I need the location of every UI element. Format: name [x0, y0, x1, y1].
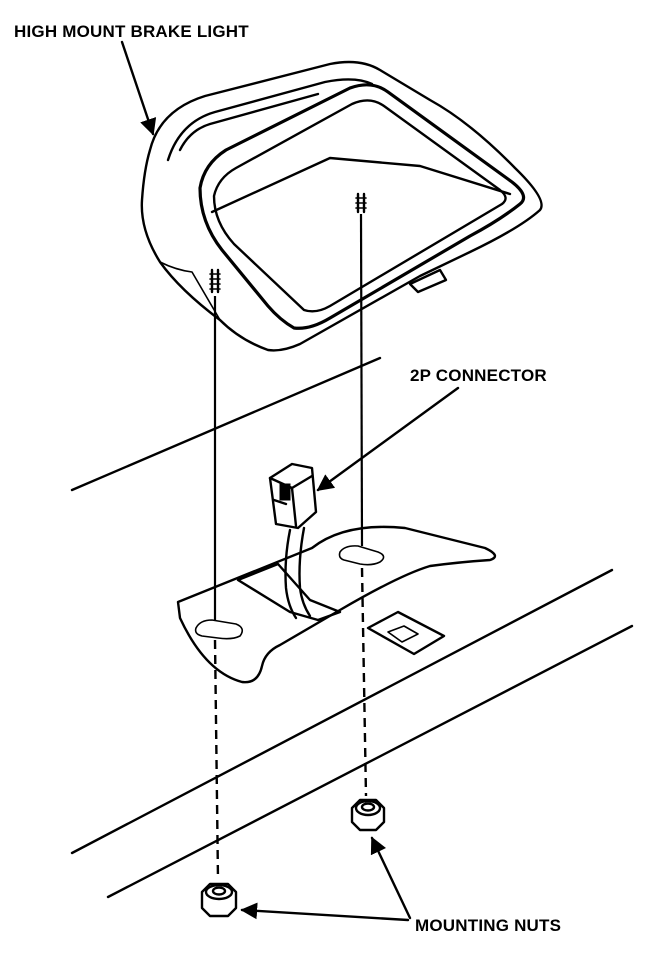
mounting-nut-left	[200, 882, 238, 918]
mounting-bracket	[176, 525, 497, 684]
mounting-nut-right	[350, 798, 386, 832]
mounting-nuts-label: MOUNTING NUTS	[415, 916, 562, 935]
rear-shelf-lines	[70, 356, 634, 899]
connector-label: 2P CONNECTOR	[410, 366, 547, 385]
high-mount-brake-light	[140, 60, 543, 352]
brake-light-label: HIGH MOUNT BRAKE LIGHT	[14, 22, 249, 41]
2p-connector	[268, 462, 318, 620]
callout-leaders	[120, 40, 460, 922]
stud-axis-lines	[213, 213, 368, 881]
